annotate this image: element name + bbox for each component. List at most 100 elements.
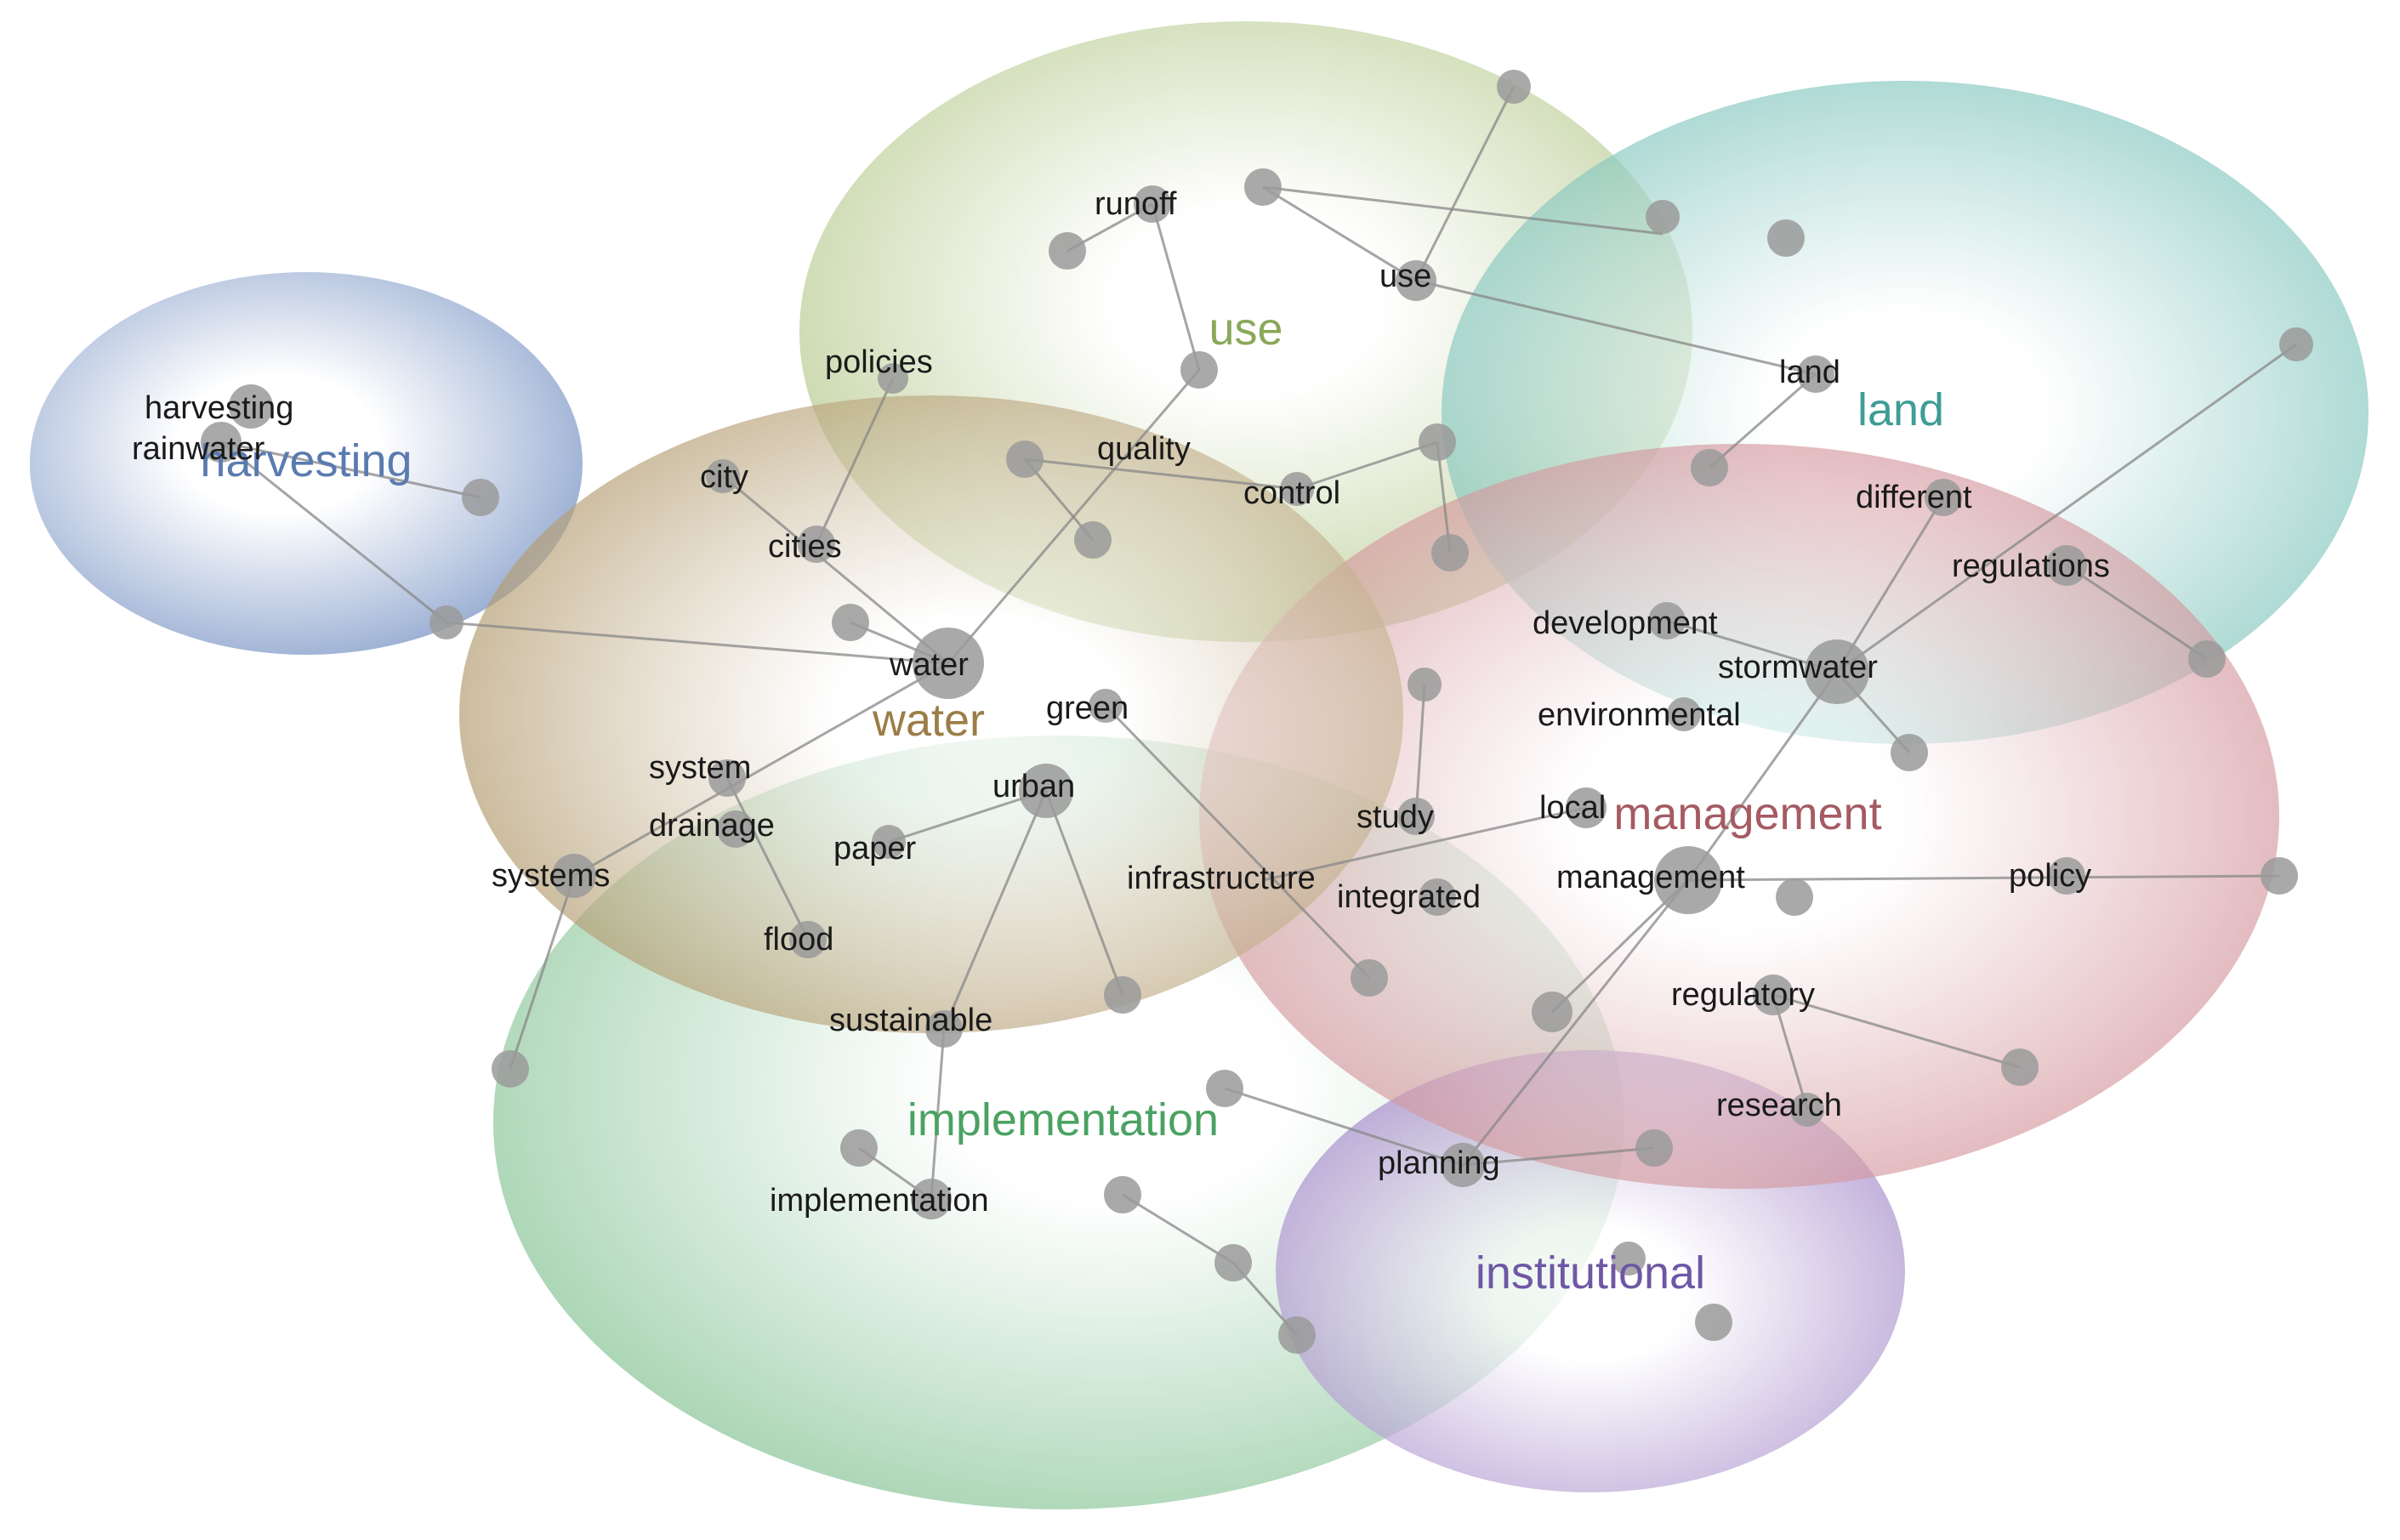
node xyxy=(1351,959,1388,997)
node xyxy=(1790,1093,1824,1127)
node xyxy=(2279,327,2313,361)
node xyxy=(1074,521,1112,559)
edge xyxy=(1224,1087,1464,1167)
term-regulatory: regulatory xyxy=(1671,977,1815,1013)
term-development: development xyxy=(1533,605,1718,641)
node xyxy=(201,422,242,463)
term-use: use xyxy=(1379,259,1431,294)
edge xyxy=(2066,564,2208,661)
node xyxy=(878,363,908,394)
edge xyxy=(220,440,481,499)
node xyxy=(1691,449,1728,486)
bubble-management xyxy=(1199,444,2279,1189)
edge xyxy=(1044,790,1124,996)
node xyxy=(1214,1244,1252,1281)
node xyxy=(1532,992,1573,1032)
term-urban: urban xyxy=(992,769,1075,804)
node xyxy=(492,1050,529,1088)
edge xyxy=(1709,372,1817,469)
term-different: different xyxy=(1856,480,1972,515)
edge xyxy=(220,440,447,624)
term-stormwater: stormwater xyxy=(1718,650,1878,685)
theme-bubbles xyxy=(30,21,2369,1509)
term-drainage: drainage xyxy=(649,808,775,844)
term-land: land xyxy=(1779,355,1840,390)
edge xyxy=(1414,86,1516,281)
node xyxy=(1019,764,1073,818)
term-city: city xyxy=(700,459,748,495)
term-green: green xyxy=(1046,690,1129,726)
term-integrated: integrated xyxy=(1337,879,1481,915)
node xyxy=(1419,423,1456,461)
node xyxy=(1244,168,1282,206)
node xyxy=(1006,440,1044,478)
node xyxy=(2001,1048,2039,1086)
node xyxy=(1667,697,1701,731)
node xyxy=(552,854,596,898)
theme-label-water: water xyxy=(872,695,985,746)
node xyxy=(1646,200,1680,234)
term-paper: paper xyxy=(833,831,917,867)
edge xyxy=(1414,684,1426,817)
edge xyxy=(1461,879,1690,1166)
term-labels: harvesting rainwater runoff use policies… xyxy=(132,186,2110,1219)
bubble-harvesting xyxy=(30,272,583,655)
node xyxy=(429,605,464,639)
node xyxy=(1767,219,1805,257)
nodes xyxy=(201,70,2313,1354)
node xyxy=(1635,1129,1673,1167)
node xyxy=(717,810,754,848)
term-research: research xyxy=(1716,1088,1842,1123)
node xyxy=(1419,878,1456,916)
node xyxy=(1695,1304,1732,1341)
edge xyxy=(815,378,895,545)
node xyxy=(1776,878,1813,916)
term-rainwater: rainwater xyxy=(132,431,265,467)
edge xyxy=(1262,806,1587,882)
edge xyxy=(888,789,1047,844)
edge xyxy=(1262,185,1664,236)
node xyxy=(840,1129,878,1167)
edge xyxy=(1462,1146,1655,1167)
edge xyxy=(1687,874,2280,882)
node xyxy=(925,1010,963,1048)
node xyxy=(708,759,746,797)
node xyxy=(2261,857,2298,895)
edge xyxy=(1835,497,1945,673)
term-harvesting: harvesting xyxy=(145,390,293,426)
edge xyxy=(942,790,1048,1030)
edge xyxy=(573,662,949,878)
term-implementation: implementation xyxy=(770,1183,989,1219)
edge xyxy=(1104,704,1371,980)
node xyxy=(1134,185,1171,223)
node xyxy=(1280,472,1314,506)
node xyxy=(1408,668,1442,702)
edge xyxy=(509,875,576,1070)
node xyxy=(1206,1070,1243,1107)
edge xyxy=(725,777,810,940)
node xyxy=(1441,1143,1485,1187)
node xyxy=(706,459,740,493)
term-cities: cities xyxy=(768,529,842,565)
node xyxy=(1566,787,1607,828)
node xyxy=(229,384,273,429)
node xyxy=(1612,1242,1646,1276)
term-infrastructure: infrastructure xyxy=(1127,861,1316,896)
term-planning: planning xyxy=(1378,1145,1500,1181)
node xyxy=(911,1179,952,1219)
node xyxy=(1104,1176,1141,1213)
term-flood: flood xyxy=(764,922,833,958)
node xyxy=(1497,70,1531,104)
theme-label-implementation: implementation xyxy=(907,1094,1219,1145)
edge xyxy=(1772,993,2021,1069)
term-sustainable: sustainable xyxy=(829,1003,992,1038)
node xyxy=(1180,351,1218,389)
node xyxy=(2046,545,2087,586)
node xyxy=(1753,975,1794,1015)
edge xyxy=(1262,185,1417,282)
node xyxy=(462,479,499,516)
term-quality: quality xyxy=(1097,431,1191,467)
node xyxy=(1654,846,1722,914)
node xyxy=(1797,355,1834,393)
bubble-water xyxy=(459,395,1403,1033)
